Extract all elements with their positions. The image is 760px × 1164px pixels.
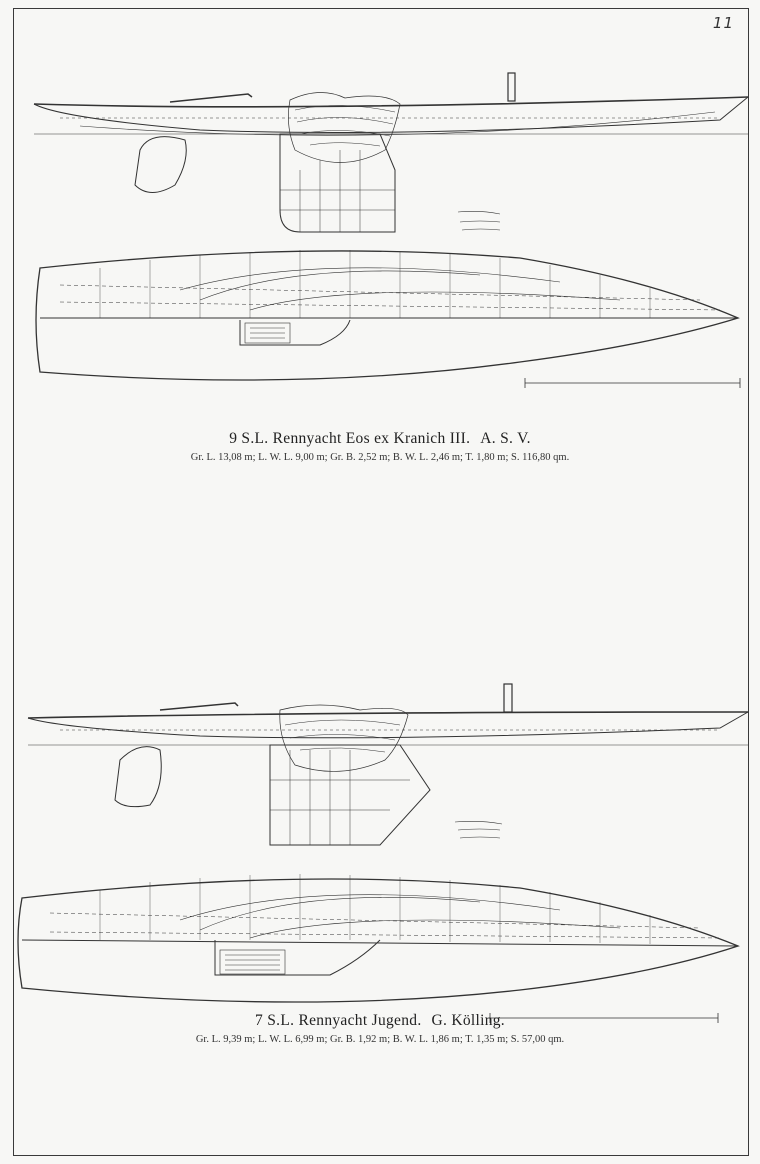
spec-waterline-length: L. W. L. 9,00 m xyxy=(253,452,325,463)
plan-view xyxy=(35,250,741,388)
plate-jugend: 7 S.L. Rennyacht Jugend. G. Kölling. Gr. … xyxy=(0,670,760,1090)
spec-waterline-beam: B. W. L. 1,86 m xyxy=(387,1034,460,1045)
profile-view xyxy=(27,683,749,846)
yacht-title: 9 S.L. Rennyacht Eos ex Kranich III. xyxy=(229,430,471,447)
page-number: 11 xyxy=(712,14,734,32)
spec-waterline-length: L. W. L. 6,99 m xyxy=(252,1034,324,1045)
yacht-drawing-jugend xyxy=(17,683,749,1023)
yacht-owner: G. Kölling. xyxy=(431,1012,505,1029)
plate-eos: 9 S.L. Rennyacht Eos ex Kranich III. A. S… xyxy=(0,0,760,480)
plate-caption: 9 S.L. Rennyacht Eos ex Kranich III. A. S… xyxy=(0,430,760,463)
spec-total-length: Gr. L. 9,39 m xyxy=(195,1034,253,1045)
spec-draft: T. 1,35 m xyxy=(460,1034,505,1045)
plan-view xyxy=(17,874,740,1023)
yacht-specs: Gr. L. 13,08 mL. W. L. 9,00 mGr. B. 2,52… xyxy=(0,452,760,463)
spec-beam: Gr. B. 1,92 m xyxy=(324,1034,387,1045)
yacht-title: 7 S.L. Rennyacht Jugend. xyxy=(255,1012,422,1029)
yacht-drawing-eos xyxy=(33,72,749,388)
spec-beam: Gr. B. 2,52 m xyxy=(325,452,388,463)
yacht-specs: Gr. L. 9,39 mL. W. L. 6,99 mGr. B. 1,92 … xyxy=(0,1034,760,1045)
spec-total-length: Gr. L. 13,08 m xyxy=(190,452,253,463)
spec-sail-area: S. 116,80 qm. xyxy=(505,452,569,463)
profile-view xyxy=(33,72,749,233)
spec-waterline-beam: B. W. L. 2,46 m xyxy=(387,452,460,463)
spec-draft: T. 1,80 m xyxy=(460,452,505,463)
yacht-owner: A. S. V. xyxy=(480,430,531,447)
plate-caption: 7 S.L. Rennyacht Jugend. G. Kölling. Gr. … xyxy=(0,1012,760,1045)
spec-sail-area: S. 57,00 qm. xyxy=(505,1034,564,1045)
page-border xyxy=(13,8,749,1156)
